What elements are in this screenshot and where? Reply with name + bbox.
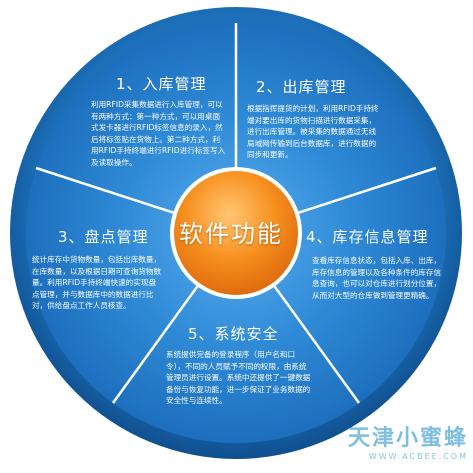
segment-4-text: 查看库存信息状态，包括入库、出库，库存信息的管理以及各种条件的库存信息查询，也可… <box>312 256 442 300</box>
segment-2-text: 根据指挥提货的计划，利用RFID手持终端对要出库的货物扫描进行数据采集，进行出库… <box>247 104 379 160</box>
segment-3-text: 统计库存中货物数量，包括出库数量，在库数量，以及根据日期可查询货物数量。利用RF… <box>32 255 162 311</box>
center-title: 软件功能 <box>179 220 283 248</box>
segment-5-title: 5、系统安全 <box>188 325 279 343</box>
watermark-name: 天津小蜜蜂 <box>347 426 468 451</box>
segment-1-title: 1、入库管理 <box>116 75 207 93</box>
segment-2-title: 2、出库管理 <box>256 78 347 96</box>
segment-1-text: 利用RFID采集数据进行入库管理，可以有两种方式：第一种方式，可以用桌面式发卡器… <box>91 100 226 167</box>
segment-3-title: 3、盘点管理 <box>58 228 149 246</box>
center-hub <box>174 171 298 295</box>
watermark-url: WWW.ACBEE.COM <box>368 452 468 461</box>
segment-5-text: 系统提供完备的登录程序（用户名和口令），不同的人员赋予不同的权限，由系统管理员进… <box>166 350 311 406</box>
segment-4-title: 4、库存信息管理 <box>306 228 429 246</box>
